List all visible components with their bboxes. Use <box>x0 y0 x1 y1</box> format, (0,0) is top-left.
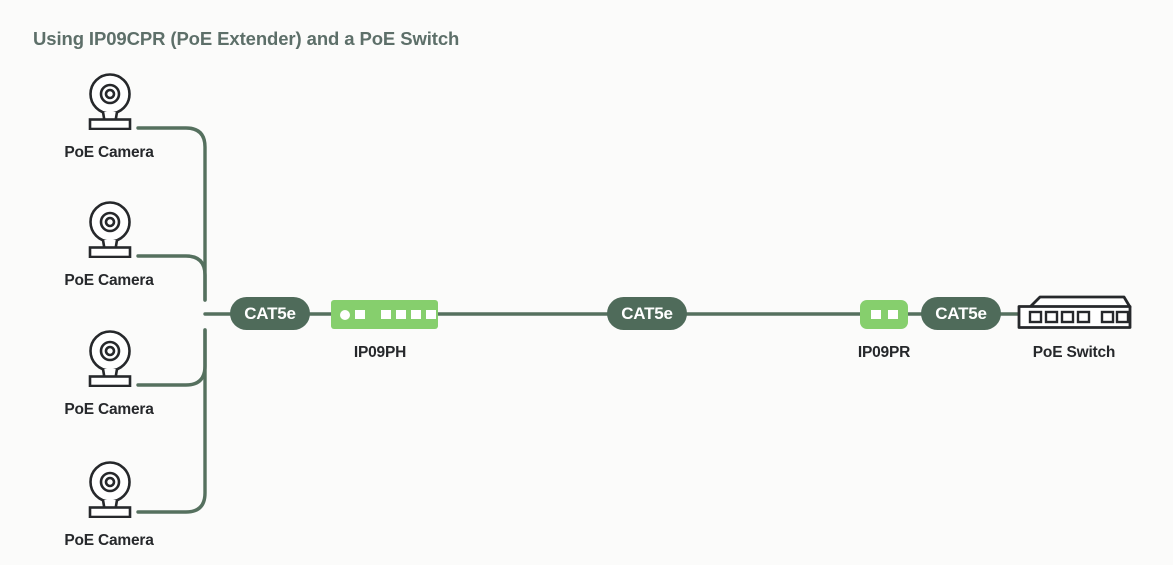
camera-icon-1 <box>82 72 138 131</box>
device-ip09pr <box>860 300 908 329</box>
camera-icon-2 <box>82 200 138 259</box>
port-1 <box>355 310 365 319</box>
cable-label-cat5e-1: CAT5e <box>230 297 310 330</box>
led-indicator <box>340 309 350 320</box>
port-5 <box>426 310 436 319</box>
wire-camera-4 <box>136 328 207 514</box>
port-1 <box>870 310 881 319</box>
device-label-ip09ph: IP09PH <box>353 344 407 361</box>
device-ip09ph <box>331 300 438 329</box>
port-3 <box>396 310 406 319</box>
port-2 <box>887 310 898 319</box>
cable-label-cat5e-3: CAT5e <box>921 297 1001 330</box>
wire-camera-1 <box>136 126 207 302</box>
camera-label-1: PoE Camera <box>64 144 154 161</box>
switch-icon <box>1017 295 1132 329</box>
camera-icon <box>88 73 132 131</box>
device-label-ip09pr: IP09PR <box>857 344 911 361</box>
camera-icon-3 <box>82 329 138 388</box>
poe-switch-icon <box>1016 294 1132 335</box>
camera-label-2: PoE Camera <box>64 272 154 289</box>
camera-icon <box>88 201 132 259</box>
device-label-poe-switch: PoE Switch <box>1032 344 1116 361</box>
cable-label-cat5e-2: CAT5e <box>607 297 687 330</box>
camera-icon <box>88 461 132 519</box>
wire-camera-2 <box>136 254 207 302</box>
port-4 <box>411 310 421 319</box>
camera-label-4: PoE Camera <box>64 532 154 549</box>
page-title: Using IP09CPR (PoE Extender) and a PoE S… <box>33 28 460 49</box>
camera-label-3: PoE Camera <box>64 401 154 418</box>
wire-camera-3 <box>136 328 207 387</box>
camera-icon-4 <box>82 460 138 519</box>
camera-icon <box>88 330 132 388</box>
port-2 <box>381 310 391 319</box>
